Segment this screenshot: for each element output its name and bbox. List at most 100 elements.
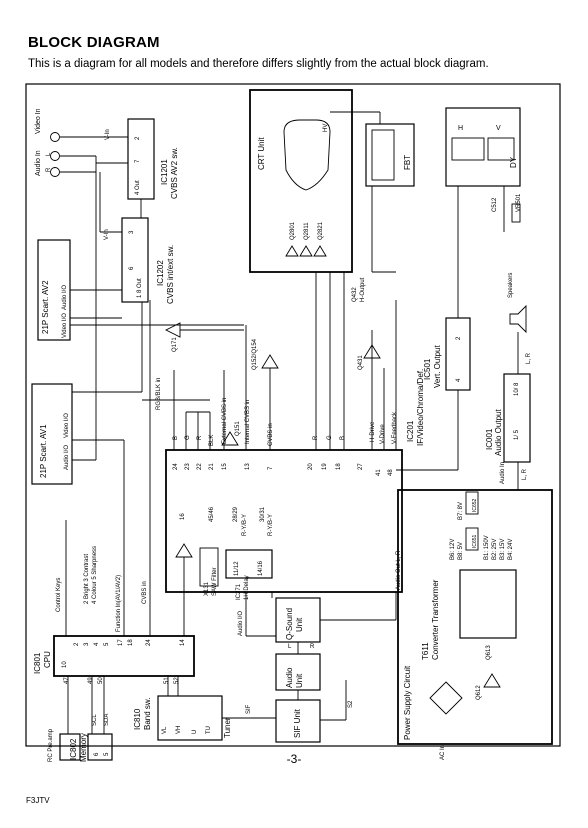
svg-text:20: 20 bbox=[308, 463, 314, 470]
svg-text:IC652: IC652 bbox=[472, 498, 478, 512]
connecting-lines bbox=[95, 156, 299, 719]
svg-text:RGB/BLK in: RGB/BLK in bbox=[156, 378, 162, 410]
svg-text:27: 27 bbox=[358, 463, 364, 470]
svg-text:Q612: Q612 bbox=[476, 685, 482, 700]
svg-text:CPU: CPU bbox=[43, 651, 52, 668]
video-in-label: Video In bbox=[35, 108, 42, 134]
crt-unit-name: CRT Unit bbox=[257, 137, 266, 170]
svg-text:L: L bbox=[288, 644, 292, 650]
svg-text:50: 50 bbox=[98, 677, 104, 684]
q152-buffer: Q152/Q154 bbox=[252, 338, 279, 370]
svg-text:V-Feedback: V-Feedback bbox=[392, 411, 398, 444]
svg-text:10/ 8: 10/ 8 bbox=[514, 382, 520, 396]
ic802-block: 6 5 IC802 Memory SCL SDA bbox=[69, 676, 113, 762]
svg-text:SDA: SDA bbox=[104, 714, 110, 726]
svg-text:7: 7 bbox=[135, 159, 141, 163]
c512-vr501: C512 VR501 bbox=[492, 186, 522, 232]
ic1201-name: IC1201 bbox=[160, 159, 169, 185]
converter-transformer bbox=[459, 569, 517, 639]
svg-text:Unit: Unit bbox=[295, 617, 304, 632]
svg-text:41: 41 bbox=[376, 469, 382, 476]
x131-saw-filter: X131 SAW Filter bbox=[175, 543, 219, 596]
svg-text:IC651: IC651 bbox=[472, 534, 478, 548]
svg-text:Q432: Q432 bbox=[352, 287, 358, 302]
audio-unit: Audio Unit bbox=[275, 653, 321, 691]
rca-inputs: Video In Audio In L R bbox=[35, 108, 128, 177]
svg-text:B6: 12V: B6: 12V bbox=[450, 539, 456, 560]
ic1202-name: IC1202 bbox=[156, 260, 165, 286]
svg-text:Q431: Q431 bbox=[358, 355, 364, 370]
ic1202-func: CVBS int/ext sw. bbox=[166, 245, 175, 304]
svg-text:Video I/O: Video I/O bbox=[62, 313, 68, 338]
footer-code: F3JTV bbox=[26, 796, 50, 805]
svg-text:V-In: V-In bbox=[104, 229, 110, 240]
svg-text:Q613: Q613 bbox=[486, 645, 492, 660]
svg-text:Q2801: Q2801 bbox=[290, 221, 296, 240]
svg-text:VL: VL bbox=[162, 726, 168, 734]
crt-tube bbox=[283, 119, 331, 191]
svg-text:SIF Unit: SIF Unit bbox=[293, 708, 302, 738]
svg-text:7: 7 bbox=[268, 466, 274, 470]
svg-text:5: 5 bbox=[104, 642, 110, 646]
dy-label: DY bbox=[509, 156, 518, 168]
ic1201-block: 2 7 4 Out IC1201 CVBS AV2 sw. V-In bbox=[96, 118, 179, 200]
audio-in-l-jack bbox=[50, 151, 60, 161]
svg-text:SIF: SIF bbox=[246, 704, 252, 714]
svg-text:Internal CVBS in: Internal CVBS in bbox=[245, 400, 251, 444]
ic271-block: 11/12 14/16 IC271 1H Delay R-Y/B-Y R-Y/B… bbox=[225, 514, 274, 600]
dy-block: H V DY bbox=[445, 107, 521, 187]
svg-text:19: 19 bbox=[322, 463, 328, 470]
svg-text:H-Drive: H-Drive bbox=[370, 421, 376, 442]
svg-text:VH: VH bbox=[176, 726, 182, 734]
rc-preamp: RC Pre.amp bbox=[48, 676, 81, 762]
svg-text:14: 14 bbox=[180, 639, 186, 646]
svg-text:Unit: Unit bbox=[295, 673, 304, 688]
svg-text:T611: T611 bbox=[421, 642, 430, 660]
svg-text:Audio In: Audio In bbox=[500, 462, 506, 484]
q151-buffer: Q151 bbox=[221, 421, 241, 446]
svg-text:21: 21 bbox=[209, 463, 215, 470]
svg-text:RC Pre.amp: RC Pre.amp bbox=[48, 728, 54, 762]
video-in-jack bbox=[50, 132, 60, 142]
page-title: BLOCK DIAGRAM bbox=[28, 34, 160, 51]
svg-text:28/29: 28/29 bbox=[233, 506, 239, 522]
svg-text:1/ 5: 1/ 5 bbox=[514, 429, 520, 440]
svg-text:Q-Sound: Q-Sound bbox=[285, 608, 294, 640]
svg-text:30/31: 30/31 bbox=[260, 506, 266, 522]
svg-text:Audio I/O: Audio I/O bbox=[62, 285, 68, 310]
svg-text:3: 3 bbox=[84, 642, 90, 646]
svg-text:X131: X131 bbox=[204, 581, 210, 596]
svg-text:1H Delay: 1H Delay bbox=[244, 575, 250, 600]
svg-text:Band sw.: Band sw. bbox=[143, 698, 152, 730]
svg-text:IC271: IC271 bbox=[236, 583, 242, 600]
ic201-name: IC201 bbox=[406, 420, 415, 442]
ic201-func: IF/Video/Chroma/Def. bbox=[416, 369, 425, 446]
page-number: -3- bbox=[286, 752, 302, 766]
control-keys: Control Keys 2 Bright 3 Contrast 4 Colou… bbox=[56, 300, 151, 636]
svg-text:15: 15 bbox=[222, 463, 228, 470]
svg-text:V: V bbox=[496, 125, 501, 132]
svg-text:2: 2 bbox=[135, 136, 141, 140]
svg-text:U: U bbox=[192, 730, 198, 734]
ic501-block: 2 4 IC501 Vert. Output bbox=[396, 186, 471, 471]
svg-text:16: 16 bbox=[180, 513, 186, 520]
tuner-block: Tuner VL VH U TU IC810 Band sw. bbox=[133, 676, 232, 741]
svg-text:Q171: Q171 bbox=[172, 337, 178, 352]
scart-av2-name: 21P Scart. AV2 bbox=[41, 280, 50, 334]
svg-text:Audio I/O: Audio I/O bbox=[238, 611, 244, 636]
ic001-block: 10/ 8 1/ 5 IC001 Audio Output Speakers L… bbox=[485, 273, 532, 490]
svg-text:H: H bbox=[458, 125, 463, 132]
ic201-block: 24 23 22 21 15 13 7 20 19 18 27 41 48 16… bbox=[142, 272, 425, 593]
svg-text:H-Output: H-Output bbox=[360, 277, 366, 302]
svg-text:Q2821: Q2821 bbox=[318, 221, 324, 240]
bridge-rectifier bbox=[429, 681, 463, 715]
svg-text:2: 2 bbox=[456, 336, 462, 340]
svg-text:Q152/Q154: Q152/Q154 bbox=[252, 338, 258, 370]
svg-text:45/46: 45/46 bbox=[209, 506, 215, 522]
svg-text:18: 18 bbox=[336, 463, 342, 470]
svg-text:10: 10 bbox=[62, 661, 68, 668]
svg-text:4 Out: 4 Out bbox=[135, 180, 141, 195]
svg-text:13: 13 bbox=[245, 463, 251, 470]
audio-in-label: Audio In bbox=[35, 150, 42, 176]
scart-av2-block: 21P Scart. AV2 Audio I/O Video I/O bbox=[37, 239, 244, 341]
